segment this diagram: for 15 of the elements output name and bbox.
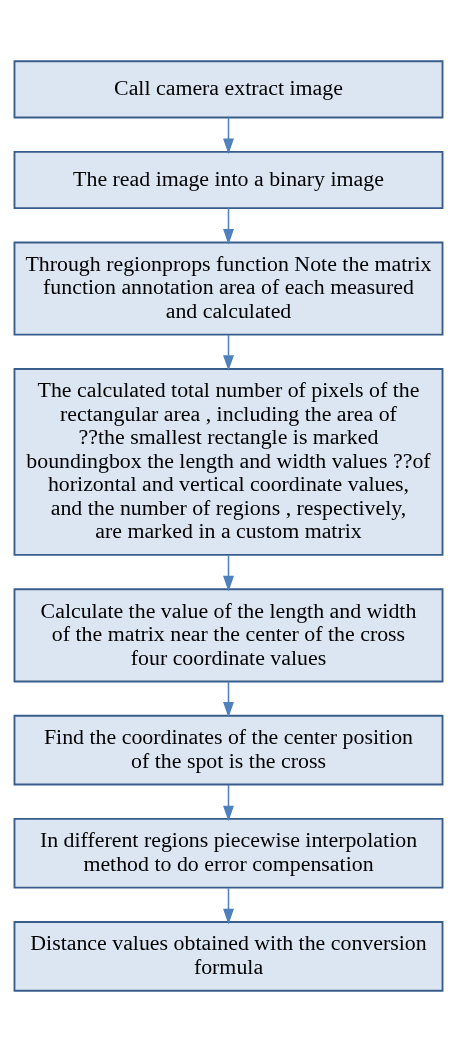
arrow <box>223 680 234 718</box>
node-box: In different regions piecewise interpolation method to do error compensation <box>13 817 444 889</box>
arrow <box>223 116 234 155</box>
node-box: The read image into a binary image <box>13 150 444 210</box>
node-box: Through regionprops function Note the matrix function annotation area of each measured and calculated <box>13 241 444 336</box>
node-box: The calculated total number of pixels of the rectangular area , including the area of ??the smallest rectangle is marked boundingbox the length and width values ??of horizontal and vertical coordinate values, and the number of regions , respectively, are marked in a custom matrix <box>13 368 444 556</box>
node-box: Distance values obtained with the conversion formula <box>13 921 444 992</box>
arrow <box>223 887 234 925</box>
arrow <box>223 554 234 592</box>
arrow <box>223 784 234 822</box>
node-box: Call camera extract image <box>13 60 444 119</box>
arrow <box>223 207 234 245</box>
node-box: Find the coordinates of the center position of the spot is the cross <box>13 714 444 786</box>
arrow <box>223 334 234 371</box>
node-box: Calculate the value of the length and width of the matrix near the center of the cross four coordinate values <box>13 588 444 683</box>
